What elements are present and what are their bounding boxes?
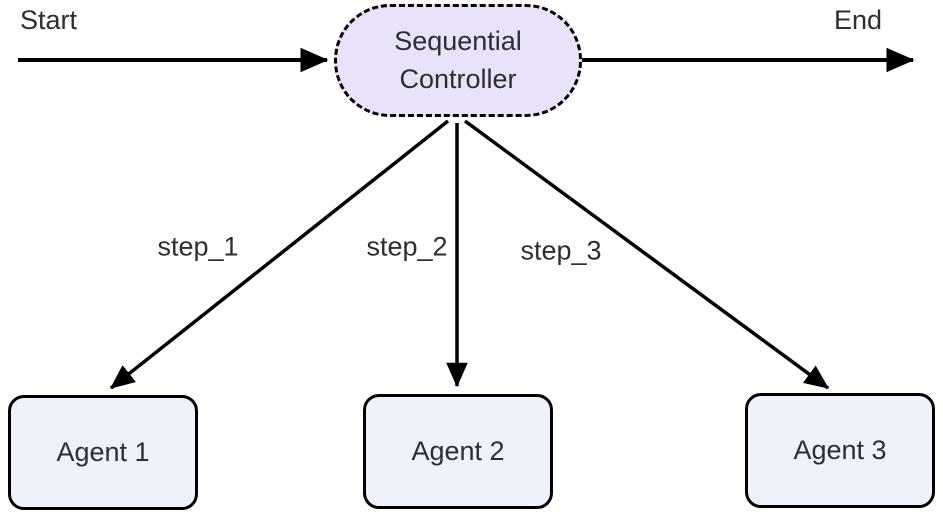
edge-label-step-2: step_2 [366, 231, 448, 262]
agent-2-label: Agent 2 [411, 436, 505, 466]
start-label: Start [20, 5, 78, 35]
edge-label-step-1: step_1 [157, 231, 239, 262]
edge-controller-to-agent-1 [109, 119, 450, 390]
edge-controller-to-agent-3 [463, 119, 830, 390]
agent-1-node: Agent 1 [8, 395, 198, 510]
end-label: End [834, 5, 883, 35]
sequential-controller-label: Sequential Controller [394, 26, 522, 94]
agent-3-node: Agent 3 [745, 393, 935, 508]
agent-2-node: Agent 2 [363, 394, 553, 509]
sequential-controller-node: Sequential Controller [334, 4, 582, 117]
edge-label-step-3: step_3 [520, 235, 602, 266]
agent-1-label: Agent 1 [56, 437, 150, 467]
agent-3-label: Agent 3 [793, 435, 887, 465]
